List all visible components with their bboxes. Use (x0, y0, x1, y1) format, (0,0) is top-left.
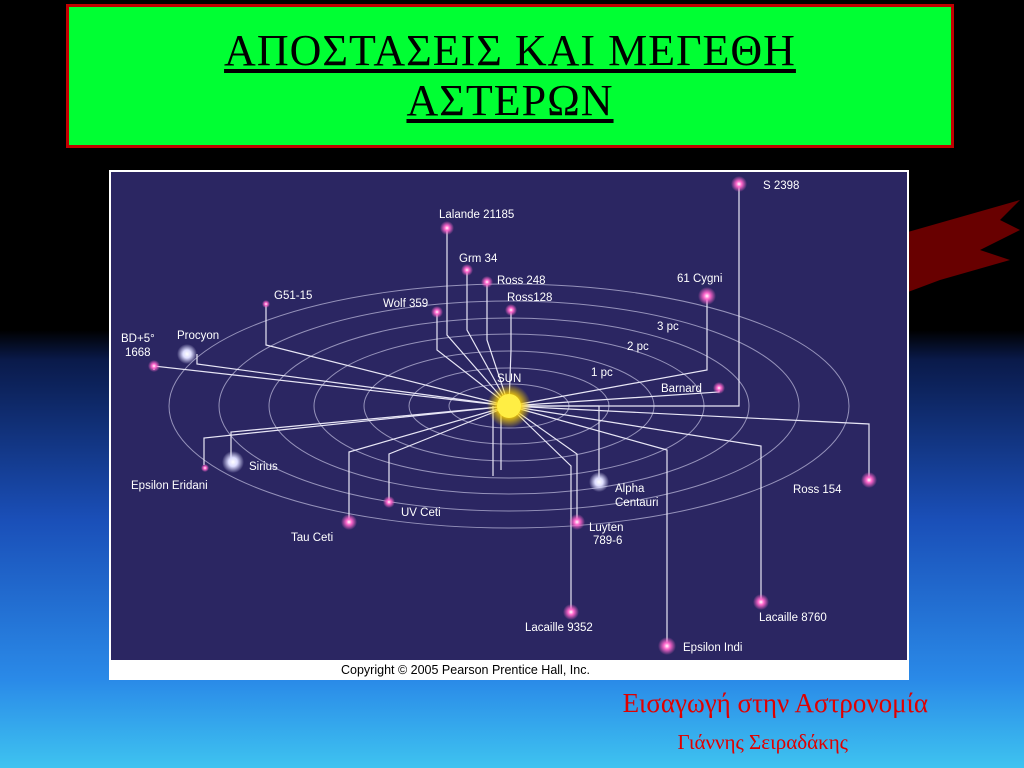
star-marker-tauceti (341, 514, 357, 530)
star-label-g5115: G51-15 (274, 290, 312, 302)
sun-label: SUN (497, 373, 521, 385)
sun-core (497, 394, 521, 418)
title-line-2: ΑΣΤΕΡΩΝ (406, 76, 614, 125)
star-label-alpha: Alpha (615, 483, 645, 495)
star-label-centauri: Centauri (615, 497, 658, 509)
star-label-1668: 1668 (125, 347, 151, 359)
decorative-streak-icon (880, 200, 1020, 295)
star-label-grm34: Grm 34 (459, 253, 498, 265)
star-marker-epsilon-indi (658, 637, 676, 655)
star-marker-epsilon-eridani (201, 464, 209, 472)
star-marker-bd5 (148, 360, 160, 372)
star-marker-uvceti (383, 496, 395, 508)
star-label-61cygni: 61 Cygni (677, 273, 722, 285)
star-label-tauceti: Tau Ceti (291, 532, 333, 544)
title-line-1: ΑΠΟΣΤΑΣΕΙΣ ΚΑΙ ΜΕΓΕΘΗ (224, 26, 796, 75)
title-box: ΑΠΟΣΤΑΣΕΙΣ ΚΑΙ ΜΕΓΕΘΗ ΑΣΤΕΡΩΝ (66, 4, 954, 148)
ring-label-1pc: 1 pc (591, 367, 613, 379)
star-marker-g5115 (262, 300, 270, 308)
ring-2pc (268, 317, 750, 495)
star-label-luyten: Luyten (589, 522, 624, 534)
star-marker-alpha-centauri (589, 472, 609, 492)
star-label-epsilon-eridani: Epsilon Eridani (131, 480, 208, 492)
star-label-lacaille9352: Lacaille 9352 (525, 622, 593, 634)
ring-label-3pc: 3 pc (657, 321, 679, 333)
stellar-neighborhood-diagram: 1 pc 2 pc 3 pc SUN S 2398 Lalande 21185 … (109, 170, 909, 680)
diagram-svg: 1 pc 2 pc 3 pc SUN S 2398 Lalande 21185 … (109, 172, 909, 680)
copyright-strip (109, 660, 909, 680)
ring (218, 300, 800, 512)
star-label-barnard: Barnard (661, 383, 702, 395)
footer-course-title: Εισαγωγή στην Αστρονομία (622, 688, 928, 718)
footer-author: Γιάννης Σειραδάκης (677, 730, 848, 754)
ring-label-2pc: 2 pc (627, 341, 649, 353)
star-marker-s2398 (731, 176, 747, 192)
star-label-ross154: Ross 154 (793, 484, 842, 496)
star-label-procyon: Procyon (177, 330, 219, 342)
star-label-wolf359: Wolf 359 (383, 298, 428, 310)
star-label-ross128: Ross128 (507, 292, 552, 304)
star-marker-barnard (713, 382, 725, 394)
star-label-sirius: Sirius (249, 461, 278, 473)
star-marker-procyon (177, 344, 197, 364)
star-marker-lacaille9352 (563, 604, 579, 620)
star-marker-lalande (440, 221, 454, 235)
star-marker-ross248 (481, 276, 493, 288)
star-label-lalande: Lalande 21185 (439, 209, 514, 221)
star-marker-ross128 (505, 304, 517, 316)
star-label-bd5: BD+5° (121, 333, 155, 345)
star-marker-lacaille8760 (753, 594, 769, 610)
star-marker-sirius (222, 451, 244, 473)
star-label-789-6: 789-6 (593, 535, 622, 547)
copyright-text: Copyright © 2005 Pearson Prentice Hall, … (341, 663, 590, 677)
star-label-ross248: Ross 248 (497, 275, 546, 287)
star-marker-grm34 (461, 264, 473, 276)
star-markers (148, 176, 877, 655)
star-label-lacaille8760: Lacaille 8760 (759, 612, 827, 624)
star-marker-luyten (569, 514, 585, 530)
star-marker-ross154 (861, 472, 877, 488)
ring-3pc (168, 283, 850, 529)
star-label-epsilon-indi: Epsilon Indi (683, 642, 742, 654)
star-label-uvceti: UV Ceti (401, 507, 441, 519)
star-marker-61cygni (698, 287, 716, 305)
star-marker-wolf359 (431, 306, 443, 318)
star-label-s2398: S 2398 (763, 180, 799, 192)
